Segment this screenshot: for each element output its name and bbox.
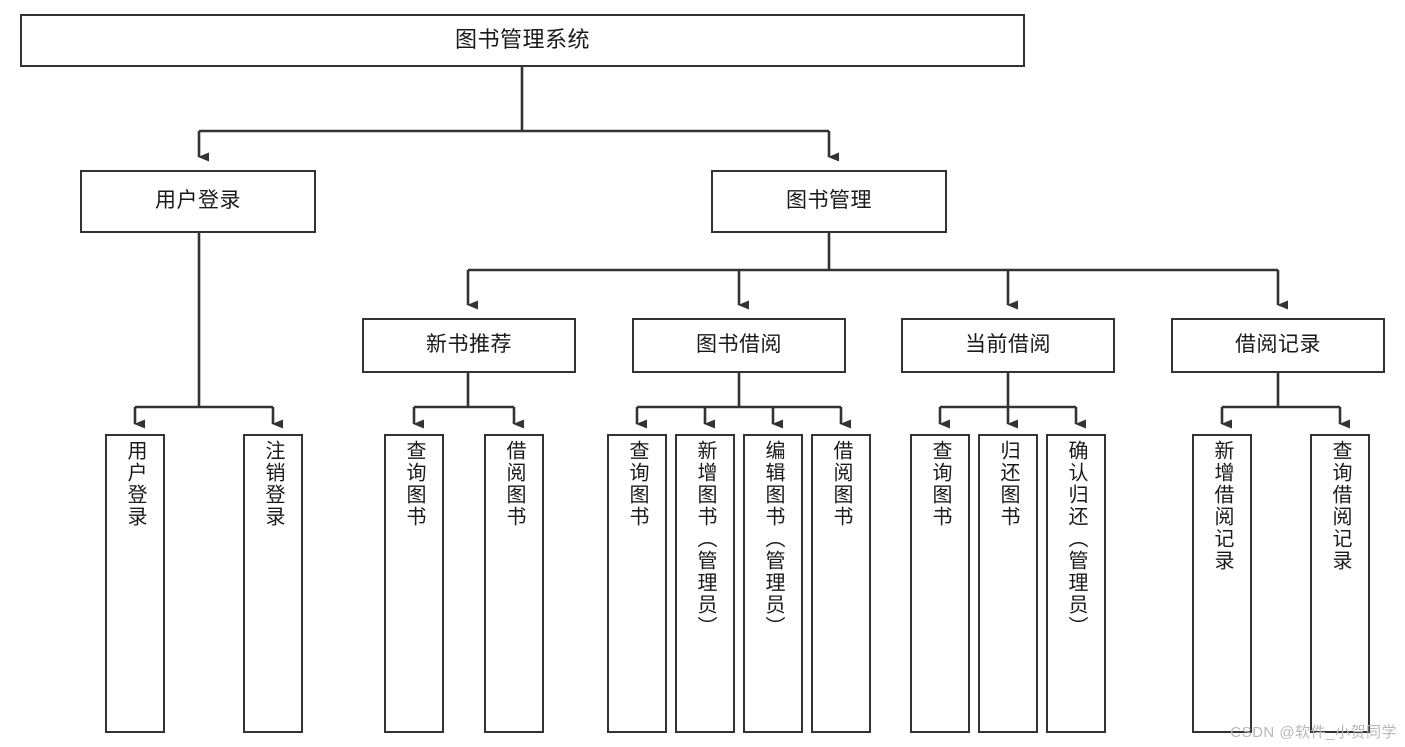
leaf-query-borrow-record[interactable]: 查询借阅记录 xyxy=(1310,434,1370,733)
node-label: 确认归还（管理员） xyxy=(1065,440,1087,638)
leaf-query-book-recommend[interactable]: 查询图书 xyxy=(384,434,444,733)
node-current-borrow[interactable]: 当前借阅 xyxy=(901,318,1115,373)
node-label: 查询图书 xyxy=(929,440,951,528)
node-new-book-recommend[interactable]: 新书推荐 xyxy=(362,318,576,373)
node-label: 图书管理系统 xyxy=(454,27,590,53)
node-label: 查询借阅记录 xyxy=(1329,440,1351,572)
leaf-return-book[interactable]: 归还图书 xyxy=(978,434,1038,733)
node-label: 图书借阅 xyxy=(696,333,782,357)
leaf-edit-book-admin[interactable]: 编辑图书（管理员） xyxy=(743,434,803,733)
node-label: 图书管理 xyxy=(786,189,872,213)
node-label: 当前借阅 xyxy=(965,333,1051,357)
leaf-borrow-book[interactable]: 借阅图书 xyxy=(811,434,871,733)
node-label: 借阅图书 xyxy=(830,440,852,528)
node-label: 借阅图书 xyxy=(503,440,525,528)
node-label: 用户登录 xyxy=(155,189,241,213)
node-book-borrow[interactable]: 图书借阅 xyxy=(632,318,846,373)
leaf-borrow-book-recommend[interactable]: 借阅图书 xyxy=(484,434,544,733)
node-label: 归还图书 xyxy=(997,440,1019,528)
node-borrow-record[interactable]: 借阅记录 xyxy=(1171,318,1385,373)
leaf-user-login[interactable]: 用户登录 xyxy=(105,434,165,733)
node-label: 查询图书 xyxy=(403,440,425,528)
watermark-text: CSDN @软件_小贺同学 xyxy=(1230,724,1397,741)
node-label: 借阅记录 xyxy=(1235,333,1321,357)
node-label: 用户登录 xyxy=(124,440,146,528)
leaf-user-logout[interactable]: 注销登录 xyxy=(243,434,303,733)
leaf-add-borrow-record[interactable]: 新增借阅记录 xyxy=(1192,434,1252,733)
node-label: 查询图书 xyxy=(626,440,648,528)
leaf-query-book-borrow[interactable]: 查询图书 xyxy=(607,434,667,733)
node-label: 新增借阅记录 xyxy=(1211,440,1233,572)
node-label: 新书推荐 xyxy=(426,333,512,357)
leaf-add-book-admin[interactable]: 新增图书（管理员） xyxy=(675,434,735,733)
node-root-system[interactable]: 图书管理系统 xyxy=(20,14,1025,67)
node-label: 新增图书（管理员） xyxy=(694,440,716,638)
node-label: 注销登录 xyxy=(262,440,284,528)
node-book-management[interactable]: 图书管理 xyxy=(711,170,947,233)
leaf-confirm-return-admin[interactable]: 确认归还（管理员） xyxy=(1046,434,1106,733)
leaf-query-book-current[interactable]: 查询图书 xyxy=(910,434,970,733)
node-user-login[interactable]: 用户登录 xyxy=(80,170,316,233)
node-label: 编辑图书（管理员） xyxy=(762,440,784,638)
